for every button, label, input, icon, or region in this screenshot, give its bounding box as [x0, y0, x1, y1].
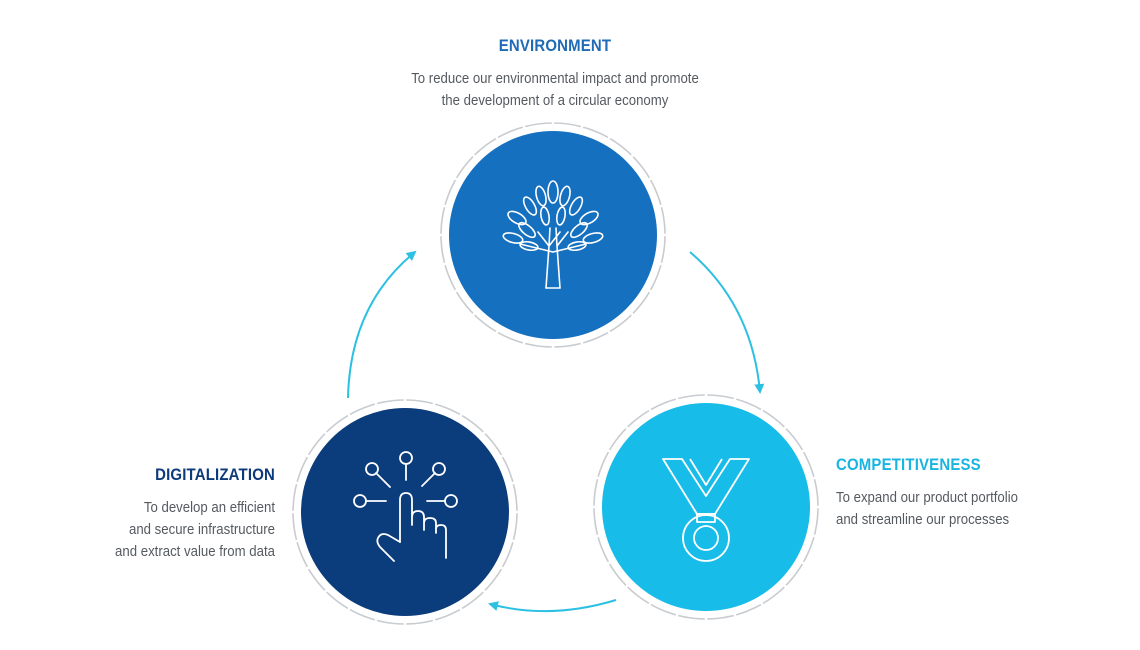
- ring-gap: [304, 565, 312, 571]
- digitalization-circle: [301, 408, 509, 616]
- touch-network-icon: [353, 451, 458, 562]
- ring-gap: [810, 534, 818, 538]
- ring-gap: [594, 476, 602, 480]
- ring-gap: [759, 600, 765, 608]
- digitalization-description-line: To develop an efficient: [143, 499, 275, 516]
- ring-gap: [799, 448, 807, 454]
- ring-gap: [470, 311, 477, 318]
- ring-gap: [733, 395, 737, 403]
- ring-gap: [606, 134, 612, 142]
- competitiveness-text-block: COMPETITIVENESS To expand our product po…: [836, 455, 1116, 531]
- competitiveness-description: To expand our product portfolio and stre…: [836, 487, 1082, 531]
- digitalization-text-block: DIGITALIZATION To develop an efficient a…: [20, 465, 275, 563]
- digitalization-description-line: and extract value from data: [115, 543, 275, 560]
- outer-rings: [290, 120, 821, 627]
- ring-gap: [494, 134, 500, 142]
- competitiveness-node: [602, 403, 810, 611]
- ring-gap: [458, 605, 464, 613]
- ring-gap: [293, 481, 301, 485]
- ring-gap: [606, 328, 612, 336]
- arrow-digitalization-to-environment: [347, 250, 417, 399]
- ring-gap: [458, 411, 464, 419]
- competitiveness-description-line: and streamline our processes: [836, 511, 1010, 528]
- ring-gap: [733, 611, 737, 619]
- digitalization-title: DIGITALIZATION: [155, 465, 275, 484]
- digitalization-description: To develop an efficient and secure infra…: [51, 497, 275, 563]
- ring-gap: [509, 539, 517, 543]
- ring-gap: [481, 429, 488, 436]
- ring-gap: [522, 339, 526, 347]
- ring-gap: [509, 481, 517, 485]
- arrow-competitiveness-to-digitalization: [488, 599, 617, 613]
- ring-gap: [374, 400, 378, 408]
- ring-gap: [432, 616, 436, 624]
- environment-description: To reduce our environmental impact and p…: [357, 68, 753, 112]
- ring-gap: [623, 424, 630, 431]
- ring-gap: [782, 583, 789, 590]
- ring-gap: [675, 395, 679, 403]
- ring-gap: [481, 588, 488, 595]
- environment-description-line: To reduce our environmental impact and p…: [411, 70, 699, 87]
- ring-gap: [498, 565, 506, 571]
- ring-gap: [605, 448, 613, 454]
- ring-gap: [646, 176, 654, 182]
- ring-gap: [657, 204, 665, 208]
- ring-gap: [629, 311, 636, 318]
- ring-gap: [647, 406, 653, 414]
- environment-description-line: the development of a circular economy: [441, 92, 669, 109]
- digitalization-node: [301, 408, 509, 616]
- ring-gap: [432, 400, 436, 408]
- environment-text-block: ENVIRONMENT To reduce our environmental …: [330, 36, 780, 112]
- ring-gap: [594, 534, 602, 538]
- ring-gap: [346, 411, 352, 419]
- ring-gap: [629, 152, 636, 159]
- competitiveness-description-line: To expand our product portfolio: [836, 489, 1018, 506]
- environment-title: ENVIRONMENT: [498, 36, 612, 55]
- ring-gap: [498, 453, 506, 459]
- ring-gap: [580, 123, 584, 131]
- ring-gap: [494, 328, 500, 336]
- ring-gap: [322, 588, 329, 595]
- ring-gap: [452, 176, 460, 182]
- ring-gap: [441, 262, 449, 266]
- ring-gap: [322, 429, 329, 436]
- ring-gap: [810, 476, 818, 480]
- ring-gap: [452, 288, 460, 294]
- ring-gap: [647, 600, 653, 608]
- ring-gap: [605, 560, 613, 566]
- ring-gap: [374, 616, 378, 624]
- ring-gap: [580, 339, 584, 347]
- ring-gap: [657, 262, 665, 266]
- ring-gap: [759, 406, 765, 414]
- ring-gap: [470, 152, 477, 159]
- ring-gap: [441, 204, 449, 208]
- ring-gap: [675, 611, 679, 619]
- ring-gap: [346, 605, 352, 613]
- ring-gap: [799, 560, 807, 566]
- competitiveness-circle: [602, 403, 810, 611]
- arrow-environment-to-competitiveness: [689, 251, 765, 394]
- environment-node: [449, 131, 657, 339]
- competitiveness-title: COMPETITIVENESS: [836, 455, 981, 474]
- digitalization-description-line: and secure infrastructure: [128, 521, 275, 538]
- ring-gap: [623, 583, 630, 590]
- environment-circle: [449, 131, 657, 339]
- ring-gap: [782, 424, 789, 431]
- medal-icon: [662, 458, 750, 562]
- ring-gap: [522, 123, 526, 131]
- ring-gap: [646, 288, 654, 294]
- ring-gap: [304, 453, 312, 459]
- tree-icon: [502, 180, 604, 289]
- ring-gap: [293, 539, 301, 543]
